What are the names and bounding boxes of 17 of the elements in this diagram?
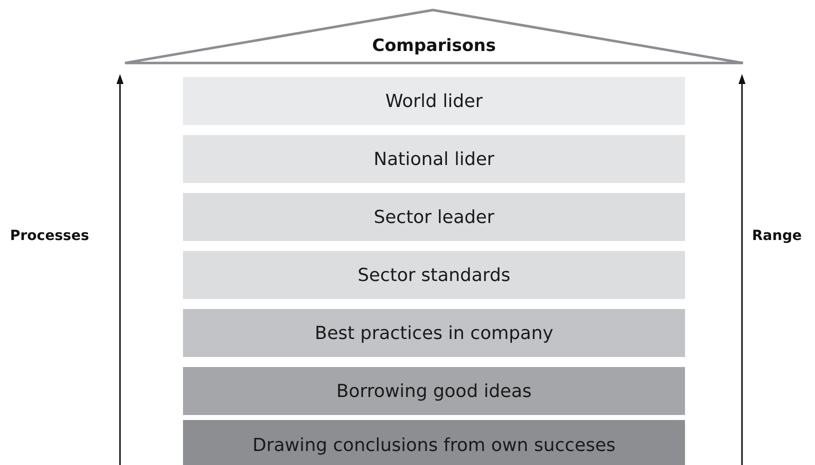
axis-label: Processes: [10, 228, 90, 244]
roof-title: Comparisons: [372, 36, 496, 56]
roof-triangle: [124, 8, 744, 66]
level-bar: [183, 367, 685, 415]
level-bar: [183, 251, 685, 299]
level-label: National lider: [374, 148, 494, 170]
level-bar: [183, 135, 685, 183]
level-bar: [183, 420, 685, 465]
level-bar: [183, 309, 685, 357]
level-label: Borrowing good ideas: [336, 380, 532, 402]
level-label: Best practices in company: [314, 322, 554, 344]
level-label: Sector standards: [358, 264, 510, 286]
level-bar: [183, 193, 685, 241]
level-label: World lider: [385, 90, 483, 112]
level-label: Sector leader: [374, 206, 494, 228]
level-label: Drawing conclusions from own succeses: [252, 434, 616, 456]
axis-label: Range: [752, 228, 802, 244]
